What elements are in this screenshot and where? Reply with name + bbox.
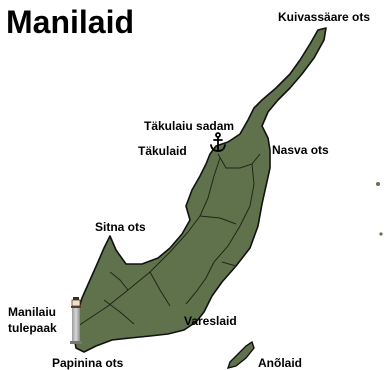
label-nasva-ots: Nasva ots bbox=[272, 143, 329, 157]
label-vareslaid: Vareslaid bbox=[184, 314, 237, 328]
label-takulaid: Täkulaid bbox=[138, 144, 187, 158]
lighthouse-icon bbox=[70, 297, 82, 344]
label-anolaid: Anõlaid bbox=[258, 356, 302, 370]
label-papinina-ots: Papinina ots bbox=[52, 356, 124, 370]
label-kuivassaare-ots: Kuivassäare ots bbox=[278, 10, 371, 24]
rock-islet bbox=[379, 232, 383, 236]
label-tulepaak: tulepaak bbox=[8, 321, 57, 335]
road-network bbox=[77, 153, 261, 327]
label-sitna-ots: Sitna ots bbox=[95, 220, 146, 234]
label-manilaiu-tulepaak: Manilaiu tulepaak bbox=[8, 304, 78, 336]
map-title: Manilaid bbox=[6, 4, 135, 40]
anchor-icon bbox=[210, 132, 226, 152]
rock-islet bbox=[376, 182, 380, 186]
label-takulaiu-sadam: Täkulaiu sadam bbox=[144, 119, 235, 133]
label-manilaiu: Manilaiu bbox=[8, 305, 57, 319]
anolaid-islet bbox=[226, 340, 255, 369]
